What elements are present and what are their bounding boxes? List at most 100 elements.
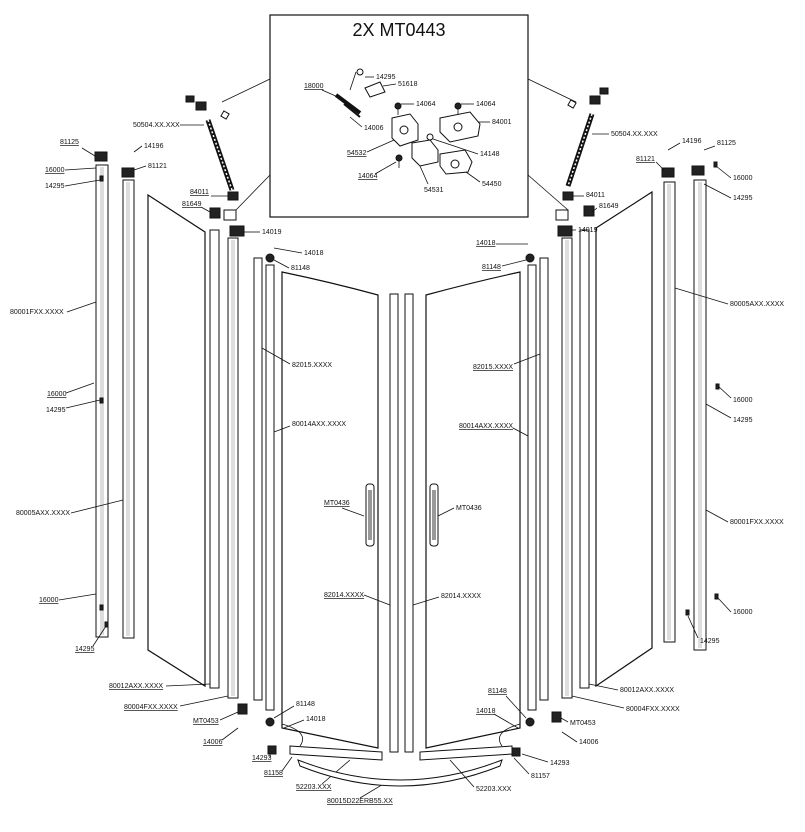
label-52203-left: 52203.XXX — [296, 784, 332, 791]
label-14064-c: 14064 — [358, 173, 378, 180]
label-14018-right-top: 14018 — [476, 240, 496, 247]
right-side-parts: 50504.XX.XXX 14196 81125 81121 16000 142… — [404, 87, 784, 793]
label-mt0453-right: MT0453 — [570, 720, 596, 727]
left-fixed-glass — [147, 193, 206, 688]
label-14019-right: 14019 — [578, 227, 598, 234]
label-81148-left-top: 81148 — [291, 265, 310, 272]
label-80012a-right: 80012AXX.XXXX — [620, 687, 674, 694]
right-curved-door — [425, 271, 521, 749]
label-51618: 51618 — [398, 81, 418, 88]
label-81157: 81157 — [531, 773, 550, 780]
label-16000-left-top: 16000 — [45, 167, 65, 174]
inset-block-54531 — [411, 139, 439, 167]
label-80014a-right: 80014AXX.XXXX — [459, 423, 513, 430]
left-seal-82015 — [253, 257, 263, 701]
left-door-handle[interactable] — [365, 483, 375, 547]
inset-screw-14064-a — [394, 102, 402, 115]
left-profile-80012a — [209, 229, 220, 689]
inset-washer-14148 — [426, 133, 434, 141]
label-82015-right: 82015.XXXX — [473, 364, 513, 371]
right-profile-80012a — [579, 229, 590, 689]
label-81148-right-bottom: 81148 — [488, 688, 507, 695]
label-mt0436-right: MT0436 — [456, 505, 482, 512]
label-80004f-right: 80004FXX.XXXX — [626, 706, 680, 713]
right-fixed-glass — [595, 190, 653, 688]
right-door-handle[interactable] — [429, 483, 439, 547]
label-14196-left: 14196 — [144, 143, 164, 150]
label-81649-left: 81649 — [182, 201, 202, 208]
label-18000: 18000 — [304, 83, 324, 90]
left-seal-80014a — [265, 264, 275, 711]
label-16000-right-bottom: 16000 — [733, 609, 753, 616]
label-82014-right: 82014.XXXX — [441, 593, 481, 600]
label-80014a-left: 80014AXX.XXXX — [292, 421, 346, 428]
label-81148-right-top: 81148 — [482, 264, 501, 271]
label-14019-left: 14019 — [262, 229, 282, 236]
label-14148: 14148 — [480, 151, 500, 158]
label-50504-right: 50504.XX.XXX — [611, 131, 658, 138]
label-80015: 80015D22ERB55.XX — [327, 798, 393, 805]
label-81649-right: 81649 — [599, 203, 619, 210]
label-80001f-right: 80001FXX.XXXX — [730, 519, 784, 526]
label-mt0453-left: MT0453 — [193, 718, 219, 725]
label-14295: 14295 — [376, 74, 396, 81]
label-16000-right-mid: 16000 — [733, 397, 753, 404]
inset-title: 2X MT0443 — [352, 20, 445, 40]
label-81148-left-bottom: 81148 — [296, 701, 315, 708]
label-14018-left-top: 14018 — [304, 250, 324, 257]
left-door-seal-82014 — [389, 293, 399, 753]
bottom-curved-track-80015 — [297, 759, 503, 787]
label-80005a-left: 80005AXX.XXXX — [16, 510, 70, 517]
label-mt0436-left: MT0436 — [324, 500, 350, 507]
label-81125-right: 81125 — [717, 140, 736, 147]
label-14018-right-bottom: 14018 — [476, 708, 496, 715]
label-81121-left: 81121 — [148, 163, 167, 170]
label-14293-right: 14293 — [550, 760, 570, 767]
left-hinge-assembly — [209, 191, 245, 237]
label-16000-left-mid: 16000 — [47, 391, 67, 398]
label-84011-left: 84011 — [190, 189, 209, 196]
label-81125-left: 81125 — [60, 139, 79, 146]
label-80005a-right: 80005AXX.XXXX — [730, 301, 784, 308]
label-14006: 14006 — [364, 125, 384, 132]
inset-screw-rod — [334, 68, 364, 118]
label-14018-left-bottom: 14018 — [306, 716, 326, 723]
label-14006-left: 14006 — [203, 739, 223, 746]
label-81158: 81158 — [264, 770, 283, 777]
label-50504-left: 50504.XX.XXX — [133, 122, 180, 129]
label-52203-right: 52203.XXX — [476, 786, 512, 793]
left-side-parts: 50504.XX.XXX 81125 14196 16000 81121 142… — [10, 95, 399, 805]
label-14295-left-mid: 14295 — [46, 407, 66, 414]
right-threaded-rod — [565, 87, 609, 187]
label-14196-right: 14196 — [682, 138, 702, 145]
label-80001f-left: 80001FXX.XXXX — [10, 309, 64, 316]
label-14295-left-top: 14295 — [45, 183, 65, 190]
hinge-detail-inset: 2X MT0443 14295 51618 18000 — [269, 14, 529, 218]
label-14064-a: 14064 — [416, 101, 436, 108]
label-14295-right-bottom: 14295 — [700, 638, 720, 645]
left-curved-door — [281, 271, 379, 749]
label-82015-left: 82015.XXXX — [292, 362, 332, 369]
label-14295-right-top: 14295 — [733, 195, 753, 202]
label-54532: 54532 — [347, 150, 367, 157]
label-84001: 84001 — [492, 119, 512, 126]
label-82014-left: 82014.XXXX — [324, 592, 364, 599]
label-80012a-left: 80012AXX.XXXX — [109, 683, 163, 690]
label-14064-b: 14064 — [476, 101, 496, 108]
right-door-seal-82014 — [404, 293, 414, 753]
inset-screw-14064-c — [395, 154, 403, 168]
label-54531: 54531 — [424, 187, 444, 194]
right-hinge-assembly — [555, 191, 595, 237]
label-54450: 54450 — [482, 181, 502, 188]
label-80004f-left: 80004FXX.XXXX — [124, 704, 178, 711]
label-84011-right: 84011 — [586, 192, 605, 199]
label-14295-left-bottom: 14295 — [75, 646, 95, 653]
label-14006-right: 14006 — [579, 739, 599, 746]
left-bottom-guide — [289, 745, 383, 761]
label-14293-left: 14293 — [252, 755, 272, 762]
right-seal-80014a — [527, 264, 537, 711]
inset-pad-51618 — [364, 81, 386, 98]
label-14295-right-mid: 14295 — [733, 417, 753, 424]
right-bottom-guide — [419, 745, 513, 761]
